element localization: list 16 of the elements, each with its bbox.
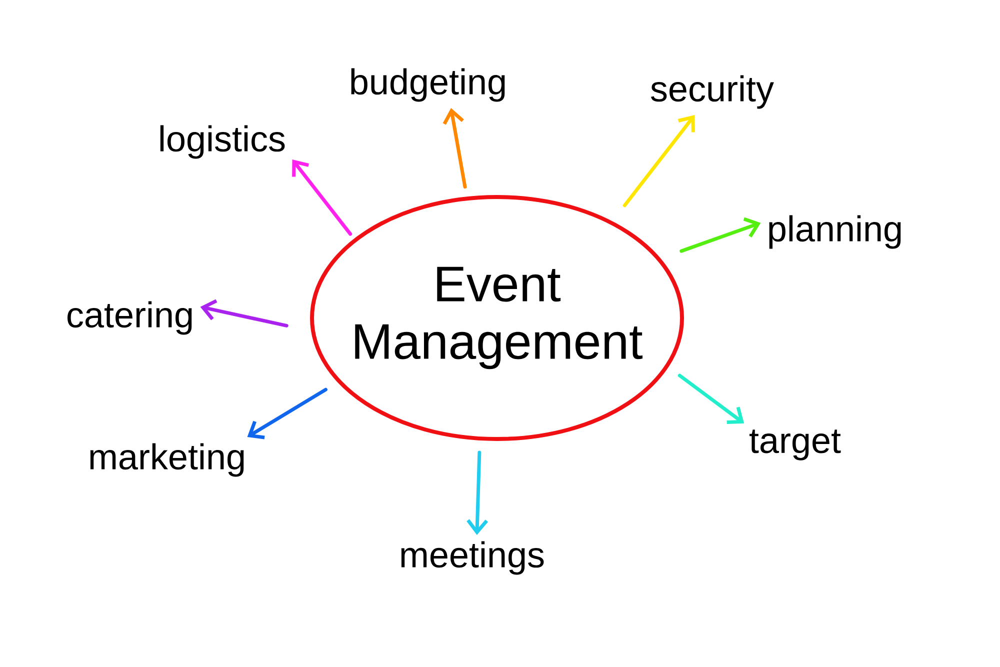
branch-label: target (750, 430, 841, 460)
arrow (292, 160, 352, 236)
branch-label: planning (769, 215, 901, 249)
arrow (247, 388, 328, 440)
arrow (678, 374, 744, 424)
branch-label: catering (68, 301, 192, 335)
branch-label: logistics (160, 125, 285, 159)
arrow (466, 450, 488, 535)
branch-label: meetings (401, 541, 544, 575)
branch-label: budgeting (351, 68, 505, 102)
arrow (680, 217, 761, 253)
arrow (200, 299, 288, 328)
arrow (622, 115, 695, 208)
branch-label: security (651, 75, 774, 109)
arrow (442, 108, 467, 189)
branch-label: marketing (90, 443, 244, 477)
